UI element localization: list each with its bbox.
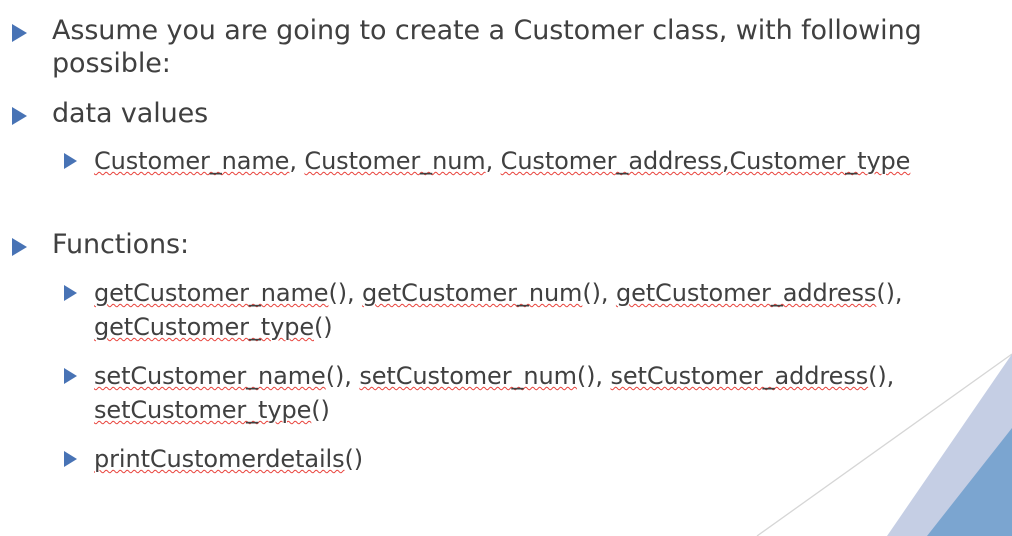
separator: , xyxy=(886,362,895,390)
identifier-customer-address-type: Customer_address,Customer_type xyxy=(500,147,911,175)
parens: () xyxy=(325,362,345,390)
parens: () xyxy=(314,313,333,341)
triangle-bullet-icon xyxy=(64,285,77,301)
identifier-setter-0: setCustomer_name xyxy=(94,362,326,390)
parens: () xyxy=(328,279,347,307)
bullet-text-data-values: data values xyxy=(52,98,209,129)
identifier-getter-1: getCustomer_num xyxy=(362,279,583,307)
parens: () xyxy=(344,445,364,473)
identifier-setter-1: setCustomer_num xyxy=(359,362,577,390)
parens: () xyxy=(311,396,330,424)
triangle-bullet-icon xyxy=(64,451,77,467)
bullet-text-assume: Assume you are going to create a Custome… xyxy=(52,15,922,79)
separator: , xyxy=(894,279,903,307)
bullet-item-functions: Functions: xyxy=(0,228,952,261)
bullet-item-print: printCustomerdetails() xyxy=(0,442,994,476)
separator: , xyxy=(485,147,501,175)
identifier-setter-3: setCustomer_type xyxy=(94,396,312,424)
separator: , xyxy=(346,279,363,307)
bullet-text-functions: Functions: xyxy=(52,229,190,260)
identifier-customer-name: Customer_name xyxy=(94,147,290,175)
triangle-bullet-icon xyxy=(64,153,77,169)
setter-function-list: setCustomer_name(), setCustomer_num(), s… xyxy=(94,362,894,424)
identifier-getter-2: getCustomer_address xyxy=(615,279,877,307)
triangle-bullet-icon xyxy=(12,238,27,256)
separator: , xyxy=(344,362,360,390)
getter-function-list: getCustomer_name(), getCustomer_num(), g… xyxy=(94,279,902,341)
bullet-item-data-values-detail: Customer_name, Customer_num, Customer_ad… xyxy=(0,144,994,178)
separator: , xyxy=(595,362,611,390)
parens: () xyxy=(582,279,601,307)
separator: , xyxy=(289,147,305,175)
bullet-item-getters: getCustomer_name(), getCustomer_num(), g… xyxy=(0,276,994,344)
triangle-bullet-icon xyxy=(12,24,27,42)
bullet-item-assume: Assume you are going to create a Custome… xyxy=(0,14,952,80)
identifier-print-customer-details: printCustomerdetails xyxy=(94,445,345,473)
bullet-item-data-values: data values xyxy=(0,97,952,130)
triangle-bullet-icon xyxy=(12,107,27,125)
triangle-bullet-icon xyxy=(64,368,77,384)
parens: () xyxy=(576,362,596,390)
identifier-getter-3: getCustomer_type xyxy=(94,313,315,341)
identifier-setter-2: setCustomer_address xyxy=(610,362,869,390)
bullet-item-setters: setCustomer_name(), setCustomer_num(), s… xyxy=(0,359,1012,427)
parens: () xyxy=(876,279,895,307)
identifier-getter-0: getCustomer_name xyxy=(94,279,329,307)
parens: () xyxy=(868,362,887,390)
separator: , xyxy=(600,279,616,307)
identifier-customer-num: Customer_num xyxy=(304,147,486,175)
